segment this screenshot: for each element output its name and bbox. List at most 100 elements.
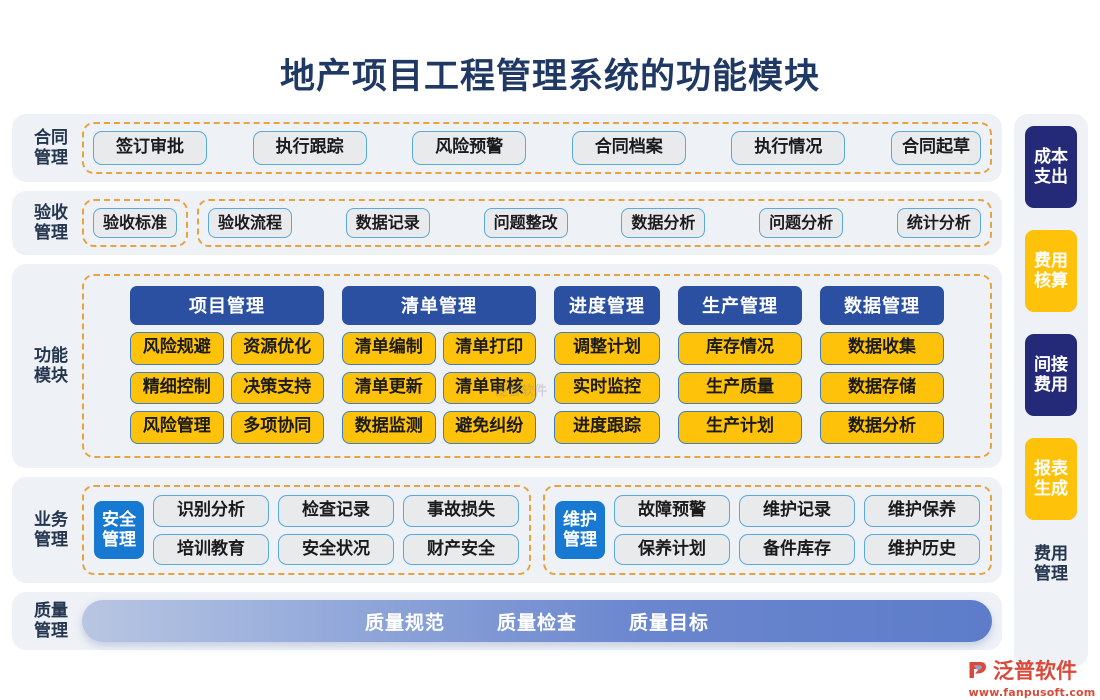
contract-item-5[interactable]: 合同起草 — [890, 131, 981, 165]
business-item-safety-2[interactable]: 事故损失 — [403, 494, 519, 527]
business-item-maintenance-4[interactable]: 备件库存 — [739, 533, 855, 566]
row-label-quality: 质量 管理 — [34, 601, 68, 642]
business-item-safety-3[interactable]: 培训教育 — [153, 533, 269, 566]
fanpu-mark-icon — [968, 659, 990, 681]
business-item-maintenance-2[interactable]: 维护保养 — [864, 494, 980, 527]
function-item-project-4[interactable]: 风险管理 — [130, 411, 224, 444]
business-grid-maintenance: 故障预警 维护记录 维护保养 保养计划 备件库存 维护历史 — [614, 494, 980, 566]
function-item-progress-1[interactable]: 实时监控 — [554, 371, 660, 405]
sidebar-footer-label: 费用 管理 — [1034, 544, 1068, 585]
function-item-progress-2[interactable]: 进度跟踪 — [554, 411, 660, 444]
function-item-project-1[interactable]: 资源优化 — [230, 332, 324, 365]
business-item-safety-4[interactable]: 安全状况 — [278, 533, 394, 566]
business-label-maintenance[interactable]: 维护 管理 — [555, 501, 605, 560]
function-item-data-0[interactable]: 数据收集 — [820, 332, 944, 365]
function-grid-production: 库存情况 生产质量 生产计划 — [678, 332, 802, 444]
contract-item-2[interactable]: 风险预警 — [412, 131, 527, 165]
brand-logo-url: www.fanpusoft.com — [968, 686, 1096, 699]
function-item-list-2[interactable]: 清单更新 — [342, 371, 436, 405]
row-business-management: 业务 管理 安全 管理 识别分析 检查记录 事故损失 培训教育 安全状况 财产安… — [12, 476, 1002, 584]
sidebar-cost-management: 成本 支出 费用 核算 间接 费用 报表 生成 费用 管理 — [1014, 114, 1088, 667]
business-grid-safety: 识别分析 检查记录 事故损失 培训教育 安全状况 财产安全 — [153, 494, 519, 566]
function-group-project: 项目管理 风险规避 资源优化 精细控制 决策支持 风险管理 多项协同 — [130, 286, 324, 444]
quality-item-2[interactable]: 质量目标 — [629, 611, 710, 634]
business-item-maintenance-3[interactable]: 保养计划 — [614, 533, 730, 566]
function-groups-container: 项目管理 风险规避 资源优化 精细控制 决策支持 风险管理 多项协同 清单管理 … — [82, 274, 992, 458]
function-group-production: 生产管理 库存情况 生产质量 生产计划 — [678, 286, 802, 444]
row-quality-management: 质量 管理 质量规范 质量检查 质量目标 — [12, 592, 1002, 651]
function-item-data-2[interactable]: 数据分析 — [820, 411, 944, 444]
acceptance-items-group: 验收流程 数据记录 问题整改 数据分析 问题分析 统计分析 — [197, 198, 992, 248]
contract-items-group: 签订审批 执行跟踪 风险预警 合同档案 执行情况 合同起草 — [82, 122, 992, 174]
function-group-progress: 进度管理 调整计划 实时监控 进度跟踪 — [554, 286, 660, 444]
quality-item-1[interactable]: 质量检查 — [496, 611, 577, 634]
function-item-project-2[interactable]: 精细控制 — [130, 371, 224, 405]
function-grid-progress: 调整计划 实时监控 进度跟踪 — [554, 332, 660, 444]
function-group-list: 清单管理 清单编制 清单打印 清单更新 清单审核 数据监测 避免纠纷 — [342, 286, 536, 444]
sidebar-item-indirect-cost[interactable]: 间接 费用 — [1025, 334, 1077, 416]
quality-bar: 质量规范 质量检查 质量目标 — [82, 600, 992, 643]
contract-item-4[interactable]: 执行情况 — [731, 131, 846, 165]
contract-item-1[interactable]: 执行跟踪 — [252, 131, 367, 165]
function-group-data: 数据管理 数据收集 数据存储 数据分析 — [820, 286, 944, 444]
function-item-progress-0[interactable]: 调整计划 — [554, 332, 660, 365]
function-item-project-0[interactable]: 风险规避 — [130, 332, 224, 365]
row-label-acceptance: 验收 管理 — [34, 202, 68, 243]
business-group-safety: 安全 管理 识别分析 检查记录 事故损失 培训教育 安全状况 财产安全 — [82, 484, 531, 576]
sidebar-item-cost-expense[interactable]: 成本 支出 — [1025, 126, 1077, 208]
function-item-project-3[interactable]: 决策支持 — [230, 371, 324, 405]
acceptance-groups: 验收标准 验收流程 数据记录 问题整改 数据分析 问题分析 统计分析 — [82, 198, 992, 248]
contract-item-0[interactable]: 签订审批 — [93, 131, 207, 165]
business-item-maintenance-1[interactable]: 维护记录 — [739, 494, 855, 527]
brand-logo: 泛普软件 www.fanpusoft.com — [968, 655, 1096, 699]
acceptance-item-3[interactable]: 数据分析 — [621, 207, 706, 239]
function-item-list-0[interactable]: 清单编制 — [342, 332, 436, 365]
page-title: 地产项目工程管理系统的功能模块 — [279, 57, 820, 97]
function-item-list-5[interactable]: 避免纠纷 — [442, 411, 536, 444]
module-board: 合同 管理 签订审批 执行跟踪 风险预警 合同档案 执行情况 合同起草 验收 管… — [12, 114, 1002, 659]
business-item-maintenance-0[interactable]: 故障预警 — [614, 494, 730, 527]
brand-logo-row: 泛普软件 — [968, 655, 1096, 685]
function-item-production-2[interactable]: 生产计划 — [678, 411, 802, 444]
sidebar-item-expense-accounting[interactable]: 费用 核算 — [1025, 230, 1077, 312]
brand-logo-text: 泛普软件 — [993, 659, 1077, 683]
function-item-list-3[interactable]: 清单审核 — [442, 371, 536, 405]
quality-item-0[interactable]: 质量规范 — [364, 611, 445, 634]
business-item-maintenance-5[interactable]: 维护历史 — [864, 533, 980, 566]
function-group-header-list: 清单管理 — [342, 286, 536, 326]
function-group-header-data: 数据管理 — [820, 286, 944, 326]
acceptance-item-1[interactable]: 数据记录 — [345, 207, 430, 239]
business-item-safety-1[interactable]: 检查记录 — [278, 494, 394, 527]
business-item-safety-0[interactable]: 识别分析 — [153, 494, 269, 527]
row-function-modules: 功能 模块 项目管理 风险规避 资源优化 精细控制 决策支持 风险管理 多项协同… — [12, 264, 1002, 468]
function-grid-list: 清单编制 清单打印 清单更新 清单审核 数据监测 避免纠纷 — [342, 332, 536, 444]
contract-item-3[interactable]: 合同档案 — [571, 131, 686, 165]
function-item-production-1[interactable]: 生产质量 — [678, 371, 802, 405]
row-label-business: 业务 管理 — [34, 510, 68, 551]
function-item-list-1[interactable]: 清单打印 — [442, 332, 536, 365]
function-group-header-progress: 进度管理 — [554, 286, 660, 326]
function-item-production-0[interactable]: 库存情况 — [678, 332, 802, 365]
business-label-safety[interactable]: 安全 管理 — [94, 501, 144, 560]
sidebar-item-report-generation[interactable]: 报表 生成 — [1025, 438, 1077, 520]
acceptance-solo-item-0[interactable]: 验收标准 — [93, 207, 178, 239]
business-groups: 安全 管理 识别分析 检查记录 事故损失 培训教育 安全状况 财产安全 维护 管… — [82, 484, 992, 576]
row-label-contract: 合同 管理 — [34, 127, 68, 168]
function-grid-data: 数据收集 数据存储 数据分析 — [820, 332, 944, 444]
acceptance-item-2[interactable]: 问题整改 — [483, 207, 568, 239]
business-item-safety-5[interactable]: 财产安全 — [403, 533, 519, 566]
function-group-header-production: 生产管理 — [678, 286, 802, 326]
row-acceptance-management: 验收 管理 验收标准 验收流程 数据记录 问题整改 数据分析 问题分析 统计分析 — [12, 190, 1002, 256]
function-grid-project: 风险规避 资源优化 精细控制 决策支持 风险管理 多项协同 — [130, 332, 324, 444]
acceptance-standard-group: 验收标准 — [82, 198, 189, 248]
function-item-list-4[interactable]: 数据监测 — [342, 411, 436, 444]
acceptance-item-4[interactable]: 问题分析 — [759, 207, 844, 239]
function-item-data-1[interactable]: 数据存储 — [820, 371, 944, 405]
business-group-maintenance: 维护 管理 故障预警 维护记录 维护保养 保养计划 备件库存 维护历史 — [543, 484, 992, 576]
acceptance-item-5[interactable]: 统计分析 — [896, 207, 981, 239]
function-item-project-5[interactable]: 多项协同 — [230, 411, 324, 444]
function-group-header-project: 项目管理 — [130, 286, 324, 326]
acceptance-item-0[interactable]: 验收流程 — [208, 207, 293, 239]
row-label-function: 功能 模块 — [34, 346, 68, 387]
